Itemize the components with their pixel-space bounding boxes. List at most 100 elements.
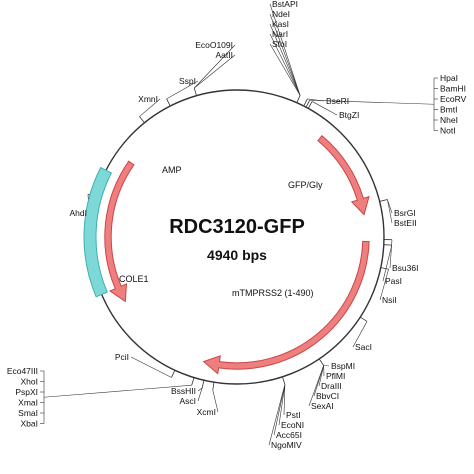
site-tick — [191, 377, 195, 386]
feature-label-amp: AMP — [162, 165, 182, 175]
site-label: SacI — [355, 342, 372, 352]
site-leader — [269, 33, 301, 96]
site-label: EcoO109I — [195, 40, 233, 50]
site-leader — [166, 80, 199, 100]
site-leader — [269, 23, 301, 96]
site-tick — [380, 267, 389, 270]
site-leader — [130, 356, 172, 378]
site-label: BbvCI — [316, 391, 339, 401]
site-label: AscI — [179, 396, 196, 406]
site-label: KasI — [272, 19, 289, 29]
site-leader — [308, 365, 324, 407]
site-label: Acc65I — [276, 430, 302, 440]
site-leader — [387, 199, 393, 214]
site-leader — [269, 3, 301, 96]
feature-mtmprss2 — [202, 240, 370, 375]
site-tick — [305, 99, 311, 108]
site-label: BspMI — [331, 361, 355, 371]
site-leader — [269, 13, 301, 96]
site-leader — [194, 44, 236, 89]
feature-label-gfp-gly: GFP/Gly — [288, 180, 323, 190]
site-leader — [389, 239, 393, 269]
plasmid-name: RDC3120-GFP — [169, 216, 305, 238]
site-label: NotI — [440, 126, 456, 136]
site-tick — [307, 101, 313, 109]
site-tick — [193, 87, 197, 96]
site-label: Eco47III — [7, 366, 38, 376]
site-label: NgoMIV — [271, 440, 302, 450]
site-leader — [283, 384, 286, 416]
site-label: NheI — [440, 115, 458, 125]
site-leaders — [40, 3, 438, 446]
feature-amp — [104, 160, 135, 303]
feature-gfp-gly — [317, 135, 370, 216]
site-leader — [312, 101, 338, 116]
site-label: NsiI — [382, 295, 397, 305]
site-label: AatII — [216, 50, 233, 60]
site-label: PstI — [286, 410, 301, 420]
site-label: BssHII — [171, 386, 196, 396]
site-leader — [268, 384, 286, 446]
site-tick — [139, 116, 145, 124]
site-label: DraIII — [321, 381, 342, 391]
site-leader — [269, 43, 301, 96]
site-tick — [201, 380, 205, 389]
site-leader — [197, 387, 203, 392]
site-leader — [139, 98, 161, 117]
site-label: NarI — [272, 29, 288, 39]
site-label: PciI — [115, 352, 129, 362]
site-leader — [379, 269, 389, 301]
site-label: SmaI — [18, 408, 38, 418]
site-tick — [318, 358, 325, 366]
site-label: BamHI — [440, 84, 466, 94]
site-tick — [171, 370, 176, 378]
site-tick — [282, 376, 286, 385]
site-label: SexAI — [311, 401, 334, 411]
site-leader — [278, 384, 286, 426]
site-leader — [194, 54, 236, 89]
feature-cole1 — [83, 166, 113, 298]
site-label: BstAPI — [272, 0, 298, 9]
site-label: Bsu36I — [392, 263, 418, 273]
site-leader — [309, 99, 435, 105]
feature-label-cole1: COLE1 — [119, 274, 149, 284]
site-label: PasI — [385, 276, 402, 286]
site-label: BstEII — [394, 218, 417, 228]
site-tick — [303, 98, 308, 107]
site-leader — [387, 199, 393, 224]
site-label: BmtI — [440, 105, 457, 115]
site-label: EcoNI — [281, 420, 304, 430]
site-leader — [197, 387, 203, 402]
site-leader — [43, 384, 192, 398]
site-label: BsrGI — [394, 208, 416, 218]
site-label: XcmI — [197, 407, 216, 417]
site-label: SfoI — [272, 39, 287, 49]
site-label: PspXI — [15, 387, 38, 397]
site-label: XbaI — [21, 419, 39, 429]
site-label: EcoRV — [440, 94, 467, 104]
feature-label-mtmprss2: mTMPRSS2 (1-490) — [232, 288, 314, 298]
site-label: AhdI — [70, 208, 88, 218]
site-leader — [273, 384, 286, 436]
site-label: BtgZI — [339, 110, 359, 120]
site-label: PflMI — [326, 371, 345, 381]
feature-label-layer: AMP GFP/Gly mTMPRSS2 (1-490) COLE1 — [119, 165, 323, 298]
site-tick — [296, 95, 301, 103]
plasmid-size: 4940 bps — [207, 247, 267, 263]
site-tick — [166, 98, 171, 107]
site-tick — [212, 382, 215, 391]
feature-layer — [83, 135, 370, 375]
site-leader — [352, 321, 368, 348]
site-tick — [379, 199, 388, 202]
site-label: HpaI — [440, 73, 458, 83]
site-label: XmnI — [138, 94, 158, 104]
site-tick — [360, 316, 368, 322]
site-leader — [212, 390, 219, 413]
site-label: BseRI — [326, 96, 349, 106]
site-label: XmaI — [18, 398, 38, 408]
site-label: NdeI — [272, 9, 290, 19]
site-label: XhoI — [21, 377, 39, 387]
site-leader — [382, 245, 393, 282]
